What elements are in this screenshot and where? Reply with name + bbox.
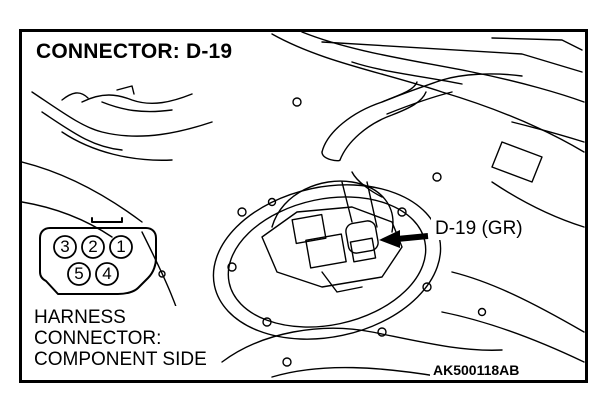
connector-title: CONNECTOR: D-19 (34, 40, 239, 66)
harness-caption-line: CONNECTOR: (34, 328, 162, 349)
wiring-diagram-figure: CONNECTOR: D-19 D-19 (GR) 3 2 1 5 4 HARN… (19, 29, 588, 383)
pin-number: 5 (74, 264, 84, 283)
harness-caption-line: COMPONENT SIDE (34, 349, 207, 370)
fuel-pump-illustration (22, 32, 585, 378)
callout-arrow (379, 230, 429, 248)
pin-number: 3 (60, 237, 70, 256)
pin-number: 2 (88, 237, 98, 256)
pin-number: 1 (116, 237, 126, 256)
pin-number: 4 (102, 264, 112, 283)
harness-connector-caption: HARNESS CONNECTOR: COMPONENT SIDE (32, 306, 211, 371)
connector-callout-label: D-19 (GR) (431, 218, 527, 240)
figure-code: AK500118AB (430, 362, 523, 378)
harness-caption-line: HARNESS (34, 307, 126, 328)
